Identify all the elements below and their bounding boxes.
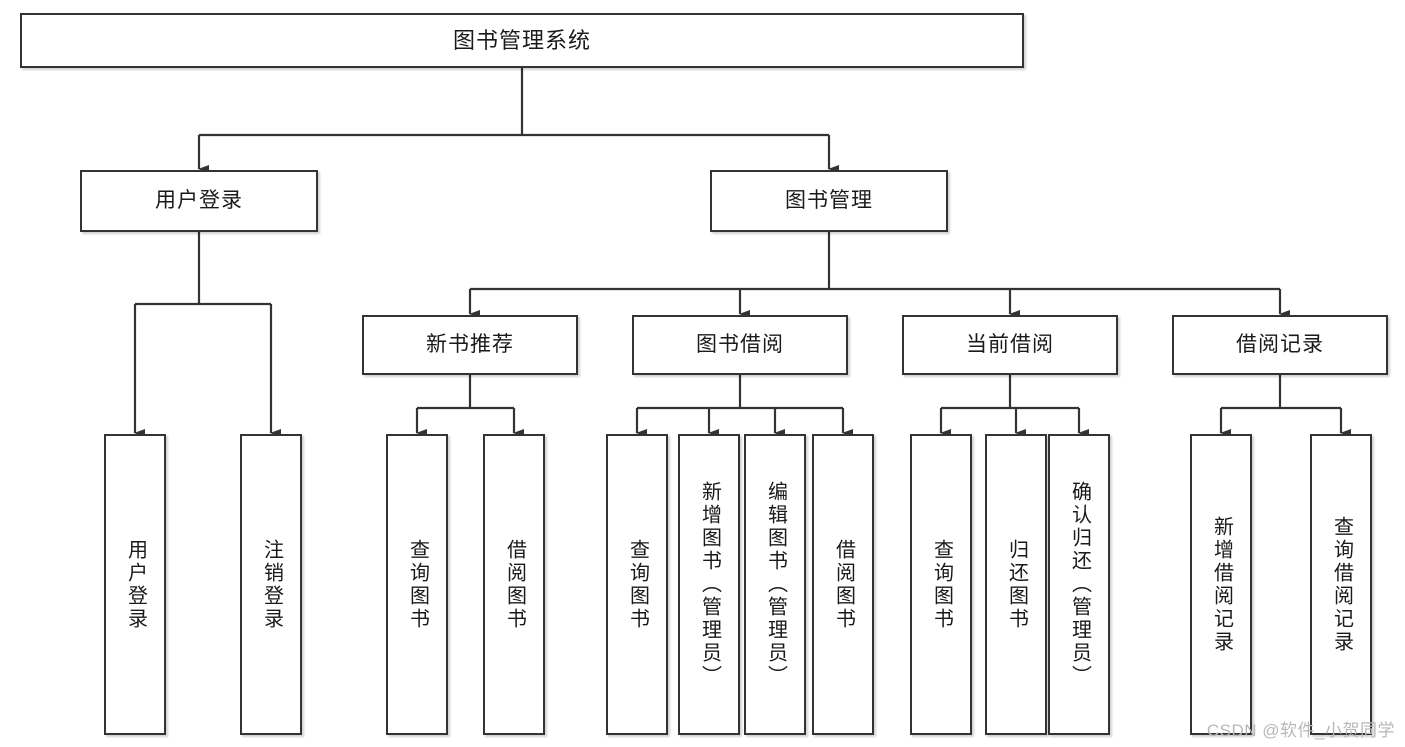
node-leaf-edit-book-label: 编辑图书（管理员） [764,481,787,688]
node-new-book-recommend-label: 新书推荐 [426,332,514,356]
node-leaf-query-book-2-label: 查询图书 [626,538,649,631]
node-book-borrow-label: 图书借阅 [696,332,784,356]
node-borrow-record-label: 借阅记录 [1236,332,1324,356]
node-leaf-user-login[interactable]: 用户登录 [104,434,166,735]
node-leaf-borrow-book-2[interactable]: 借阅图书 [812,434,874,735]
node-current-borrow-label: 当前借阅 [966,332,1054,356]
node-leaf-user-login-label: 用户登录 [124,538,147,631]
node-root-label: 图书管理系统 [452,27,591,53]
node-leaf-borrow-book-1-label: 借阅图书 [503,538,526,631]
node-leaf-query-record-label: 查询借阅记录 [1330,515,1353,654]
node-leaf-confirm-return-label: 确认归还（管理员） [1068,481,1091,688]
node-leaf-query-book-1[interactable]: 查询图书 [386,434,448,735]
node-leaf-return-book-label: 归还图书 [1005,538,1028,631]
node-leaf-edit-book[interactable]: 编辑图书（管理员） [744,434,806,735]
node-user-login[interactable]: 用户登录 [80,170,318,232]
node-root[interactable]: 图书管理系统 [20,13,1024,68]
node-leaf-borrow-book-1[interactable]: 借阅图书 [483,434,545,735]
node-leaf-query-book-3-label: 查询图书 [930,538,953,631]
node-leaf-logout-label: 注销登录 [260,538,283,631]
node-leaf-query-book-1-label: 查询图书 [406,538,429,631]
node-borrow-record[interactable]: 借阅记录 [1172,315,1388,375]
node-leaf-add-record[interactable]: 新增借阅记录 [1190,434,1252,735]
node-leaf-return-book[interactable]: 归还图书 [985,434,1047,735]
node-book-manage-label: 图书管理 [785,188,873,212]
node-leaf-add-book[interactable]: 新增图书（管理员） [678,434,740,735]
node-leaf-add-record-label: 新增借阅记录 [1210,515,1233,654]
node-leaf-query-book-3[interactable]: 查询图书 [910,434,972,735]
node-leaf-query-book-2[interactable]: 查询图书 [606,434,668,735]
node-leaf-logout[interactable]: 注销登录 [240,434,302,735]
node-book-manage[interactable]: 图书管理 [710,170,948,232]
node-leaf-confirm-return[interactable]: 确认归还（管理员） [1048,434,1110,735]
node-new-book-recommend[interactable]: 新书推荐 [362,315,578,375]
node-leaf-add-book-label: 新增图书（管理员） [698,481,721,688]
node-current-borrow[interactable]: 当前借阅 [902,315,1118,375]
node-book-borrow[interactable]: 图书借阅 [632,315,848,375]
node-user-login-label: 用户登录 [155,188,243,212]
node-leaf-query-record[interactable]: 查询借阅记录 [1310,434,1372,735]
node-leaf-borrow-book-2-label: 借阅图书 [832,538,855,631]
